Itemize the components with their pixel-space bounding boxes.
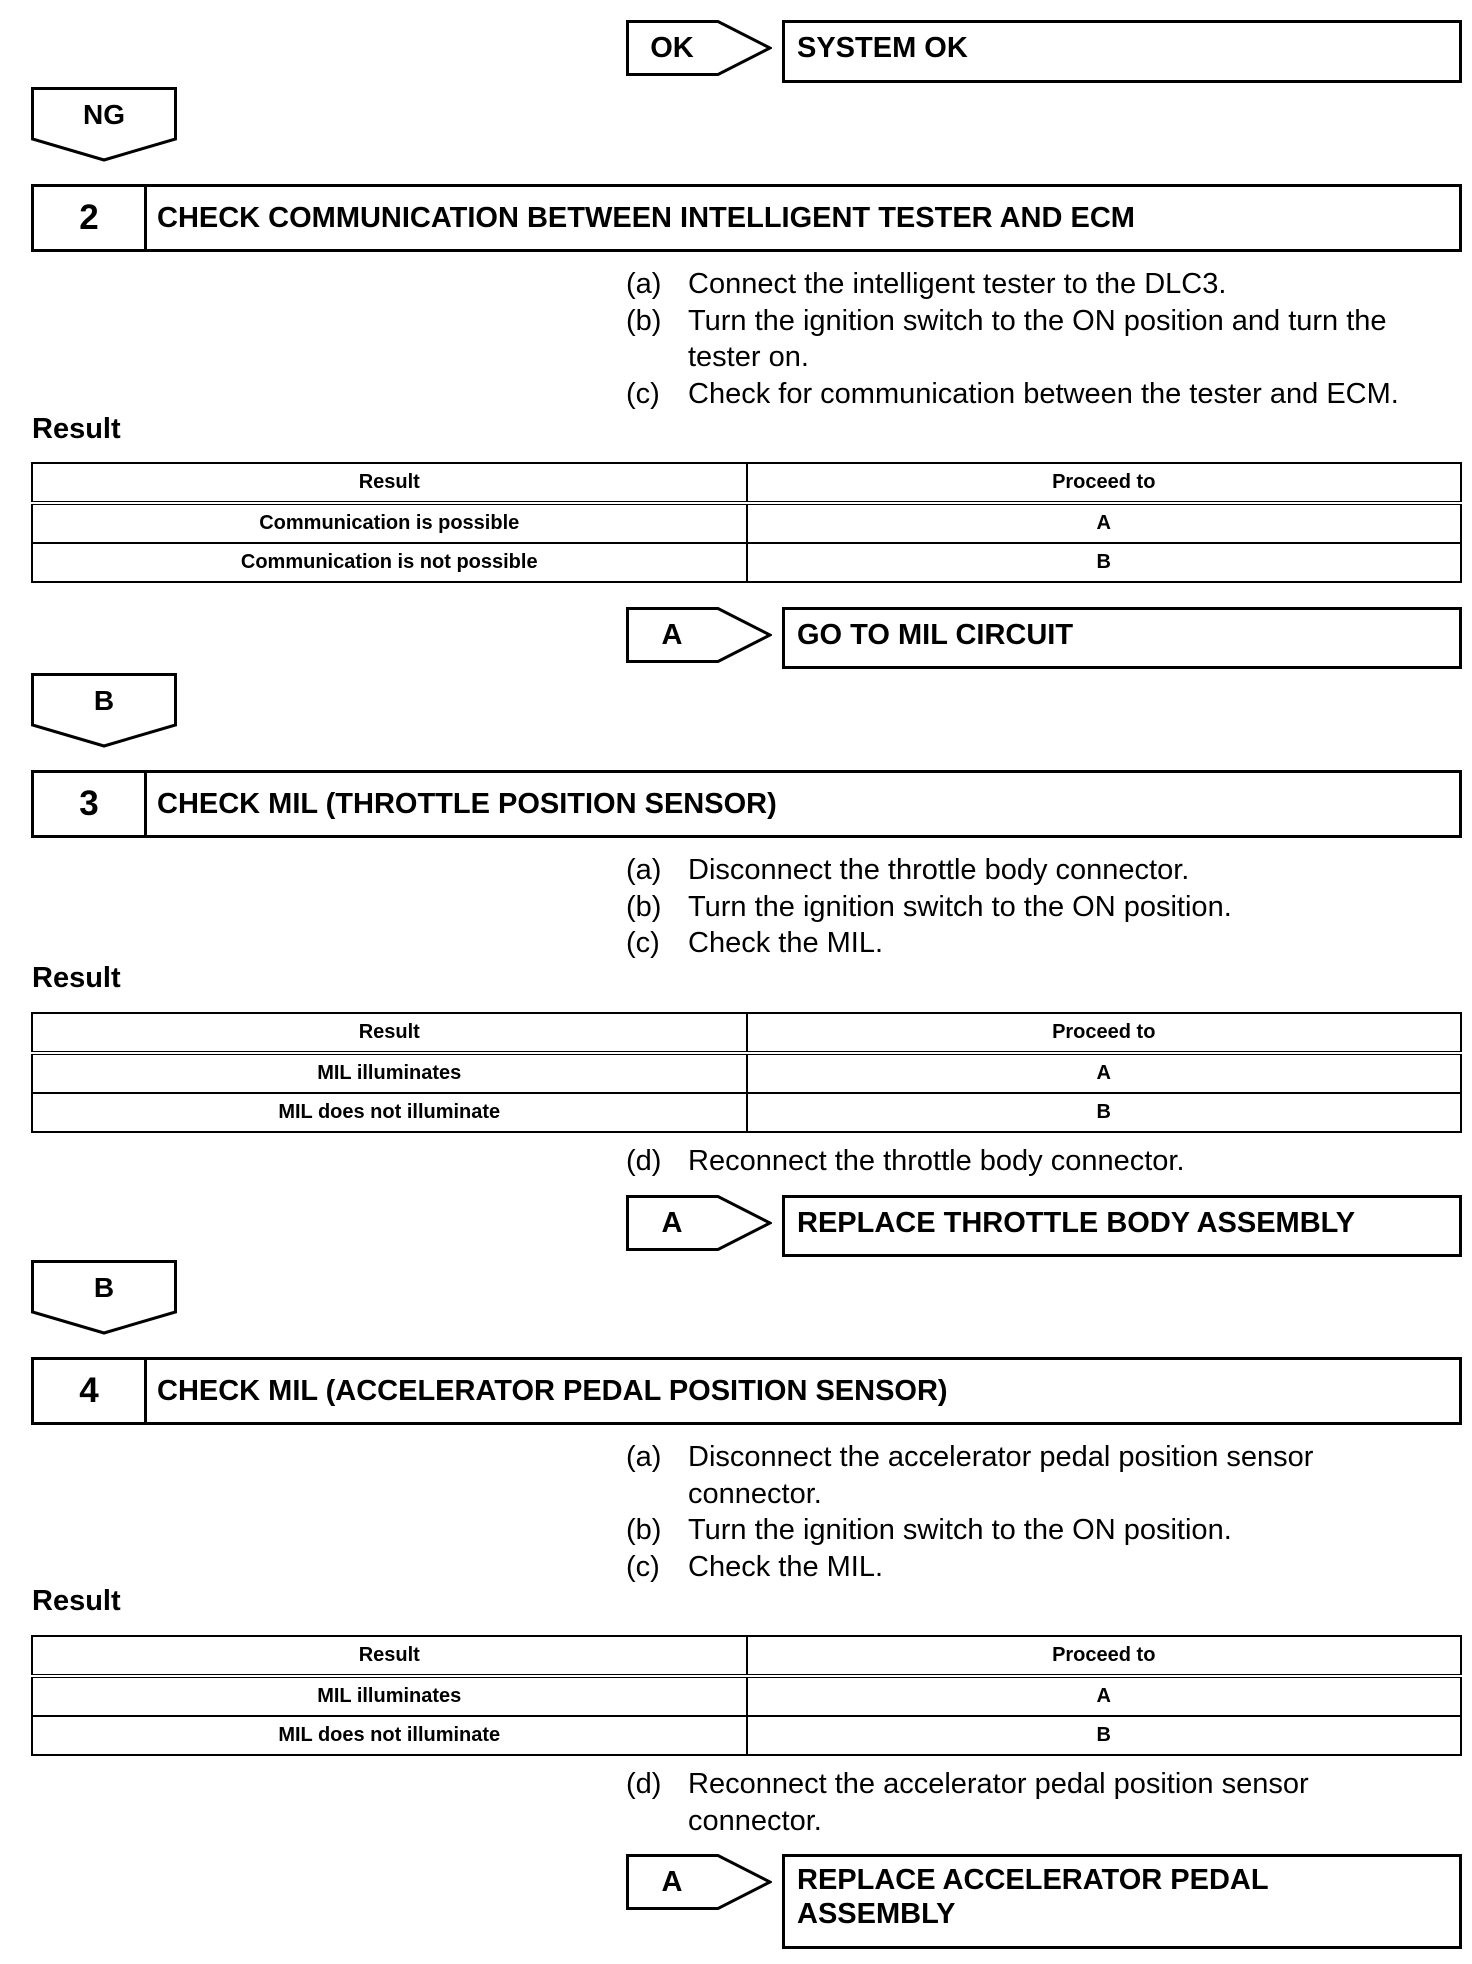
- step-number: 2: [34, 187, 147, 249]
- table-row: Communication is not possible B: [31, 542, 1462, 583]
- instruction-item: (c)Check the MIL.: [626, 1550, 884, 1583]
- down-arrow-icon: [31, 1260, 177, 1335]
- ok-label: OK: [650, 31, 694, 64]
- column-header-result: Result: [31, 1012, 748, 1055]
- column-header-result: Result: [31, 462, 748, 505]
- step-title: CHECK COMMUNICATION BETWEEN INTELLIGENT …: [157, 201, 1135, 234]
- instruction-item: (c)Check for communication between the t…: [626, 377, 1399, 410]
- table-cell: Communication is possible: [31, 502, 748, 544]
- step-number: 4: [34, 1360, 147, 1422]
- table-cell: MIL illuminates: [31, 1052, 748, 1094]
- a-label: A: [661, 1865, 683, 1898]
- result-replace-throttle-text: REPLACE THROTTLE BODY ASSEMBLY: [797, 1207, 1356, 1239]
- ok-arrow-tag: OK: [626, 20, 772, 76]
- ng-down-tag: NG: [31, 87, 177, 162]
- step-number: 3: [34, 773, 147, 835]
- table-cell: A: [745, 1675, 1462, 1717]
- table-cell: Communication is not possible: [31, 542, 748, 583]
- table-cell: MIL illuminates: [31, 1675, 748, 1717]
- table-cell: B: [745, 542, 1462, 583]
- result-go-to-mil-text: GO TO MIL CIRCUIT: [797, 619, 1074, 651]
- instruction-item: (b)Turn the ignition switch to the ON po…: [626, 890, 1232, 923]
- column-header-proceed: Proceed to: [745, 462, 1462, 505]
- table-header-row: Result Proceed to: [31, 462, 1462, 505]
- table-header-row: Result Proceed to: [31, 1012, 1462, 1055]
- step-3-instructions: (a)Disconnect the throttle body connecto…: [626, 852, 1456, 962]
- instruction-item: (d)Reconnect the accelerator pedal posit…: [626, 1768, 1309, 1837]
- result-system-ok-text: SYSTEM OK: [797, 32, 968, 64]
- step-title: CHECK MIL (ACCELERATOR PEDAL POSITION SE…: [157, 1374, 948, 1407]
- result-heading: Result: [32, 1585, 121, 1617]
- result-heading: Result: [32, 962, 121, 994]
- column-header-proceed: Proceed to: [745, 1635, 1462, 1678]
- b-down-tag: B: [31, 1260, 177, 1335]
- a-label: A: [661, 1206, 683, 1239]
- column-header-result: Result: [31, 1635, 748, 1678]
- step-3-header: 3 CHECK MIL (THROTTLE POSITION SENSOR): [31, 770, 1462, 838]
- a-arrow-tag: A: [626, 607, 772, 663]
- step-2-header: 2 CHECK COMMUNICATION BETWEEN INTELLIGEN…: [31, 184, 1462, 252]
- result-system-ok: SYSTEM OK: [782, 20, 1462, 83]
- step-4-instructions: (a)Disconnect the accelerator pedal posi…: [626, 1439, 1456, 1585]
- step-4-header: 4 CHECK MIL (ACCELERATOR PEDAL POSITION …: [31, 1357, 1462, 1425]
- table-row: MIL does not illuminate B: [31, 1092, 1462, 1133]
- down-arrow-icon: [31, 673, 177, 748]
- table-cell: A: [745, 1052, 1462, 1094]
- step-4-followup: (d)Reconnect the accelerator pedal posit…: [626, 1766, 1456, 1839]
- instruction-item: (a)Connect the intelligent tester to the…: [626, 268, 1227, 300]
- step-title: CHECK MIL (THROTTLE POSITION SENSOR): [157, 787, 777, 820]
- step-4-result-table: Result Proceed to MIL illuminates A MIL …: [31, 1635, 1462, 1756]
- table-row: MIL illuminates A: [31, 1052, 1462, 1094]
- instruction-item: (b)Turn the ignition switch to the ON po…: [626, 304, 1387, 374]
- a-arrow-tag: A: [626, 1854, 772, 1910]
- table-row: MIL illuminates A: [31, 1675, 1462, 1717]
- b-label: B: [93, 685, 115, 716]
- b-label: B: [93, 1272, 115, 1303]
- table-cell: MIL does not illuminate: [31, 1715, 748, 1756]
- a-arrow-tag: A: [626, 1195, 772, 1251]
- instruction-item: (a)Disconnect the accelerator pedal posi…: [626, 1441, 1314, 1510]
- down-arrow-icon: [31, 87, 177, 162]
- step-3-followup: (d)Reconnect the throttle body connector…: [626, 1143, 1456, 1180]
- table-header-row: Result Proceed to: [31, 1635, 1462, 1678]
- table-cell: B: [745, 1092, 1462, 1133]
- step-2-result-table: Result Proceed to Communication is possi…: [31, 462, 1462, 583]
- a-label: A: [661, 618, 683, 651]
- result-replace-pedal: REPLACE ACCELERATOR PEDAL ASSEMBLY: [782, 1854, 1462, 1949]
- instruction-item: (a)Disconnect the throttle body connecto…: [626, 854, 1190, 886]
- step-3-result-table: Result Proceed to MIL illuminates A MIL …: [31, 1012, 1462, 1133]
- result-go-to-mil: GO TO MIL CIRCUIT: [782, 607, 1462, 669]
- right-arrow-icon: [626, 20, 772, 76]
- right-arrow-icon: [626, 1195, 772, 1251]
- table-cell: B: [745, 1715, 1462, 1756]
- step-2-instructions: (a)Connect the intelligent tester to the…: [626, 266, 1456, 412]
- result-replace-throttle: REPLACE THROTTLE BODY ASSEMBLY: [782, 1195, 1462, 1257]
- table-cell: A: [745, 502, 1462, 544]
- table-row: MIL does not illuminate B: [31, 1715, 1462, 1756]
- right-arrow-icon: [626, 1854, 772, 1910]
- ng-label: NG: [83, 99, 125, 130]
- result-heading: Result: [32, 413, 121, 445]
- b-down-tag: B: [31, 673, 177, 748]
- instruction-item: (b)Turn the ignition switch to the ON po…: [626, 1514, 1232, 1546]
- column-header-proceed: Proceed to: [745, 1012, 1462, 1055]
- instruction-item: (d)Reconnect the throttle body connector…: [626, 1145, 1185, 1177]
- table-cell: MIL does not illuminate: [31, 1092, 748, 1133]
- table-row: Communication is possible A: [31, 502, 1462, 544]
- result-replace-pedal-text: REPLACE ACCELERATOR PEDAL ASSEMBLY: [797, 1864, 1269, 1930]
- right-arrow-icon: [626, 607, 772, 663]
- instruction-item: (c)Check the MIL.: [626, 927, 884, 959]
